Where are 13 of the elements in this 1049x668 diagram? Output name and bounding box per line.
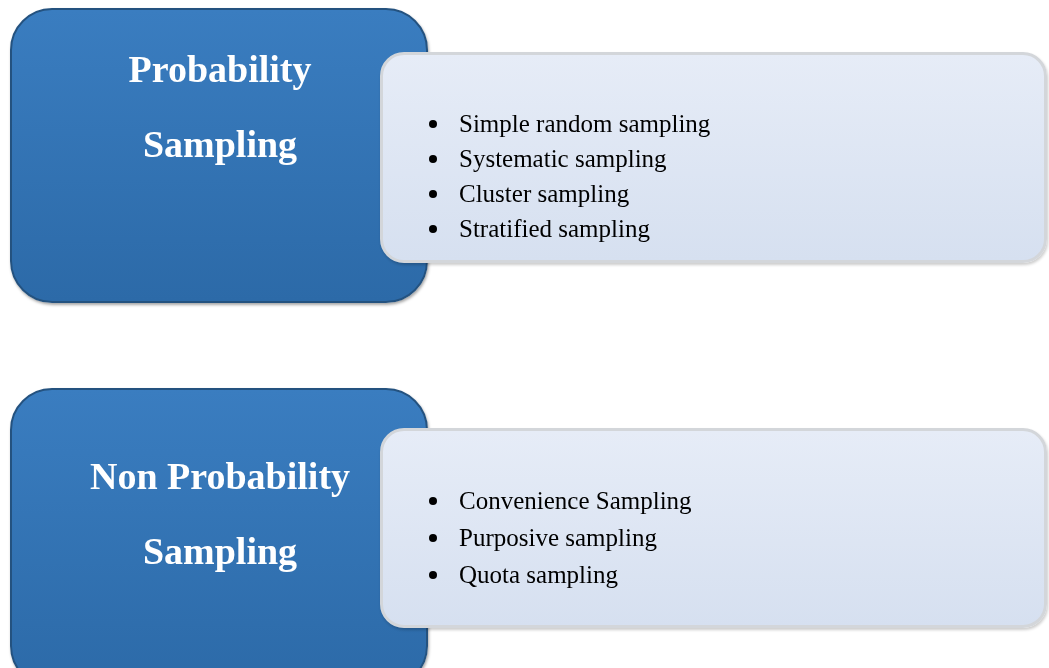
list-item: Cluster sampling xyxy=(459,179,630,209)
list-panel xyxy=(380,52,1047,263)
category-box xyxy=(10,8,428,303)
category-title: Probability Sampling xyxy=(127,47,313,167)
list-item: Systematic sampling xyxy=(459,144,667,174)
category-box xyxy=(10,388,428,668)
list-item: Simple random sampling xyxy=(459,109,711,139)
category-title: Non Probability Sampling xyxy=(88,454,352,574)
list-panel xyxy=(380,428,1047,628)
list-item: Stratified sampling xyxy=(459,214,650,244)
list-item: Convenience Sampling xyxy=(459,486,692,516)
list-item: Quota sampling xyxy=(459,560,618,590)
list-item: Purposive sampling xyxy=(459,523,657,553)
